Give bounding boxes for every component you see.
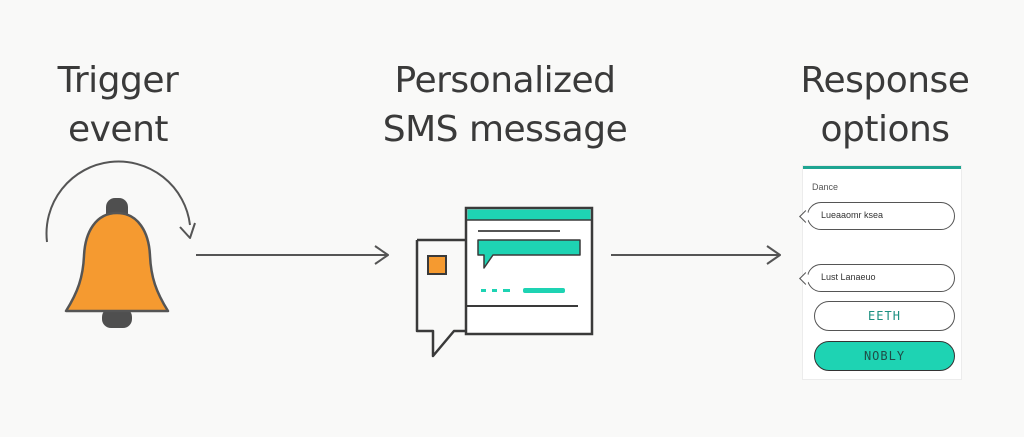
response-option-button-primary[interactable]: NOBLY <box>814 341 955 371</box>
flow-arrow-2 <box>611 245 781 265</box>
step-title-line: Personalized <box>394 60 616 101</box>
teal-bar <box>523 288 565 293</box>
step-title-line: event <box>67 109 169 150</box>
bubble-text: Lueaaomr ksea <box>821 210 884 220</box>
bell-clapper <box>102 308 132 328</box>
bell-icon <box>45 160 196 328</box>
dash <box>492 289 497 292</box>
response-message-bubble: Lust Lanaeuo <box>799 264 955 292</box>
response-options-panel: Dance Lueaaomr ksea Lust Lanaeuo EETH NO… <box>799 166 961 379</box>
step-title-line: Trigger <box>57 60 179 101</box>
bell-motion-arrowhead <box>179 222 196 239</box>
orange-square <box>427 255 447 275</box>
message-window-header <box>467 209 591 220</box>
dash <box>503 289 510 292</box>
teal-message-bubble <box>477 239 581 269</box>
message-window <box>464 206 594 336</box>
back-bubble-outline <box>415 238 517 358</box>
sms-chat-icon <box>415 206 594 358</box>
dash <box>481 289 486 292</box>
panel-label: Dance <box>812 182 839 192</box>
response-message-bubble: Lueaaomr ksea <box>799 202 955 230</box>
bell-body <box>64 211 170 313</box>
step-title-line: options <box>820 109 950 150</box>
step-title-line: SMS message <box>382 109 628 150</box>
step-title-line: Response <box>800 60 970 101</box>
step-title-trigger: Trigger event <box>18 56 218 154</box>
flow-arrow-1 <box>196 245 389 265</box>
response-option-button[interactable]: EETH <box>814 301 955 331</box>
bubble-text: Lust Lanaeuo <box>821 272 876 282</box>
bell-motion-arc <box>45 160 191 243</box>
step-title-sms: Personalized SMS message <box>340 56 670 154</box>
step-title-response: Response options <box>770 56 1000 154</box>
